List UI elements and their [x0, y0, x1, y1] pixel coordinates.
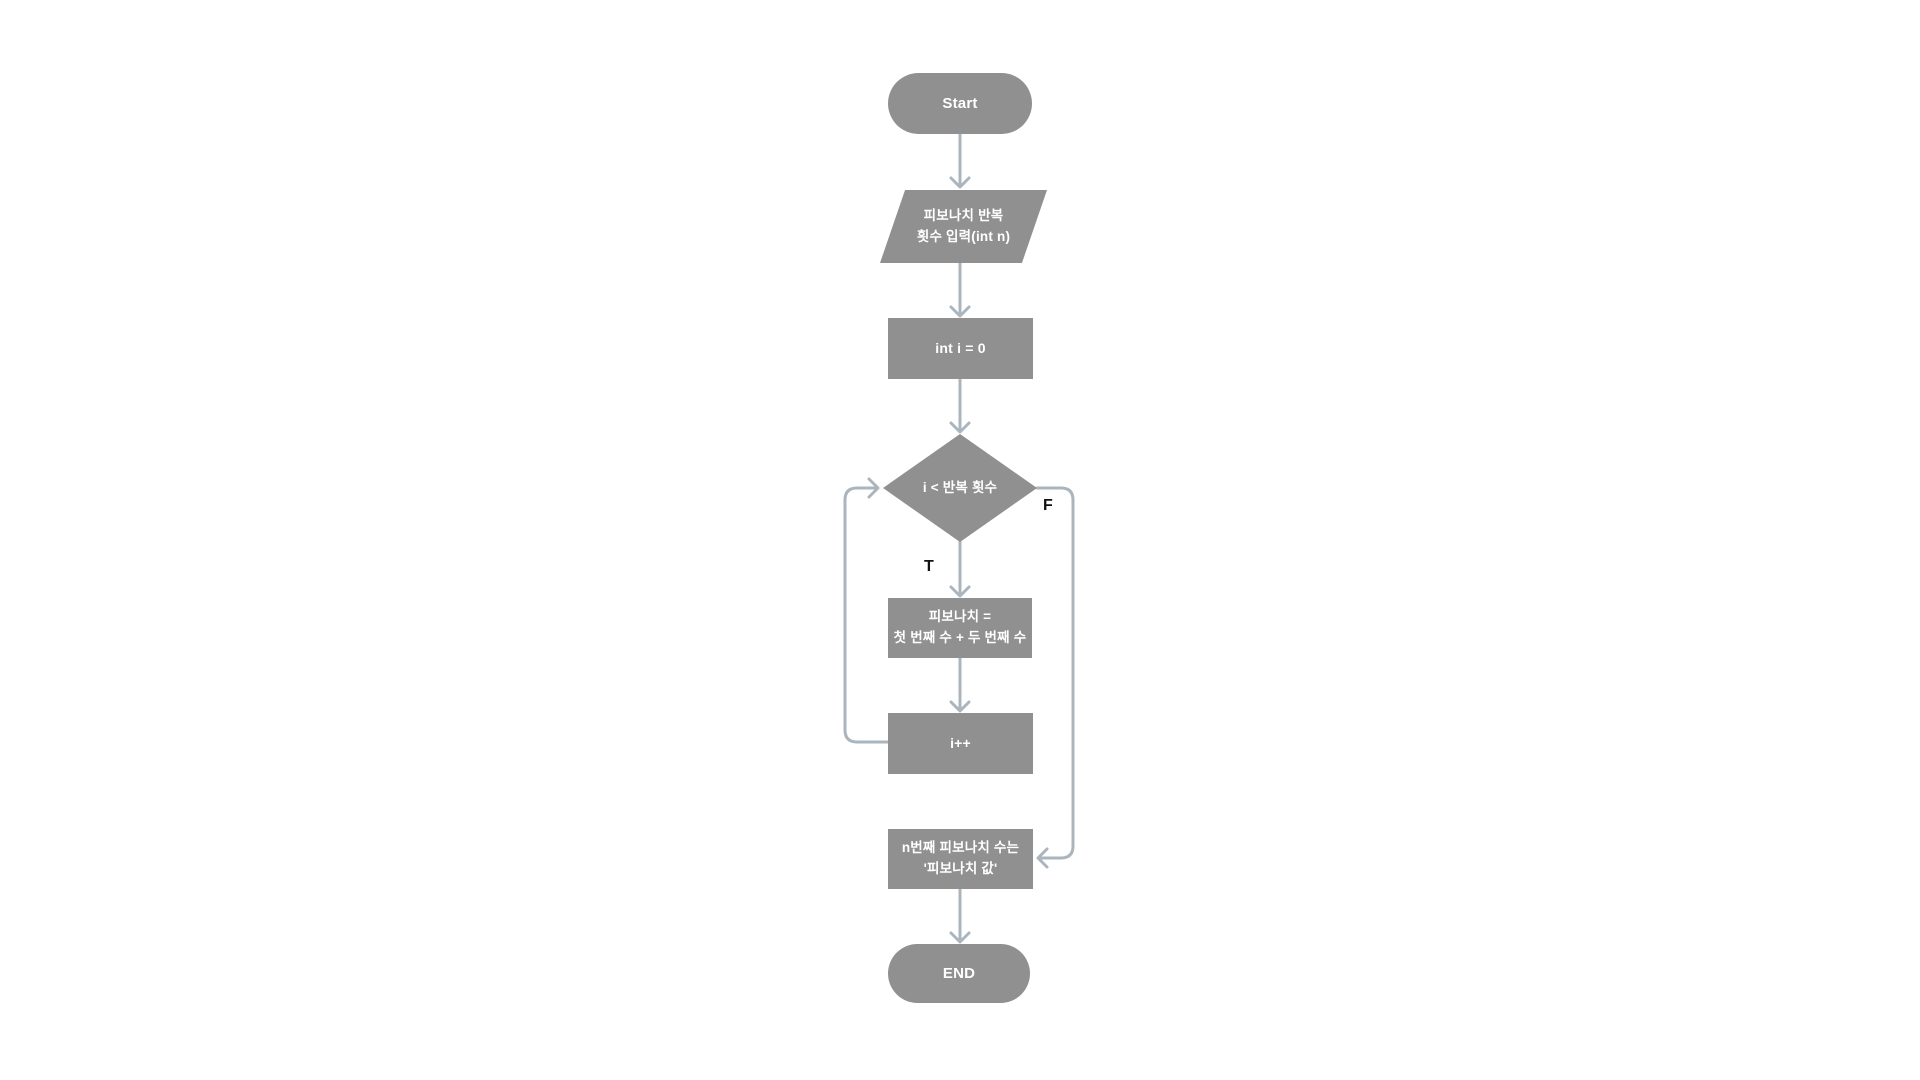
output-node: n번째 피보나치 수는 '피보나치 값' [888, 829, 1033, 889]
end-node: END [888, 944, 1030, 1003]
arrowhead-down-1 [949, 176, 971, 189]
start-node-label: Start [942, 94, 978, 112]
arrowhead-down-2 [949, 305, 971, 318]
arrowhead-down-4 [949, 585, 971, 598]
sum-node-label: 피보나치 = 첫 번째 수 + 두 번째 수 [893, 609, 1027, 645]
arrowhead-left-f [1036, 847, 1049, 869]
input-node-label: 피보나치 반복 횟수 입력(int n) [916, 207, 1011, 244]
output-node-label: n번째 피보나치 수는 '피보나치 값' [901, 840, 1020, 876]
increment-node: i++ [888, 713, 1033, 774]
end-node-label: END [942, 964, 976, 982]
edge-condition-output [1035, 486, 1075, 860]
init-node: int i = 0 [888, 318, 1033, 379]
arrowhead-down-3 [949, 421, 971, 434]
condition-node-label: i < 반복 횟수 [922, 479, 998, 495]
init-node-label: int i = 0 [935, 339, 986, 356]
arrowhead-down-5 [949, 700, 971, 713]
edge-increment-condition [843, 486, 890, 744]
parallelogram-shape [880, 190, 1047, 263]
true-branch-label: T [924, 558, 934, 575]
sum-node: 피보나치 = 첫 번째 수 + 두 번째 수 [888, 598, 1032, 658]
arrowhead-down-6 [949, 931, 971, 944]
false-branch-label: F [1043, 497, 1053, 514]
condition-node: i < 반복 횟수 [883, 434, 1037, 542]
increment-node-label: i++ [950, 734, 971, 751]
arrowhead-right-loop [867, 477, 880, 499]
input-node: 피보나치 반복 횟수 입력(int n) [880, 190, 1047, 263]
start-node: Start [888, 73, 1032, 134]
